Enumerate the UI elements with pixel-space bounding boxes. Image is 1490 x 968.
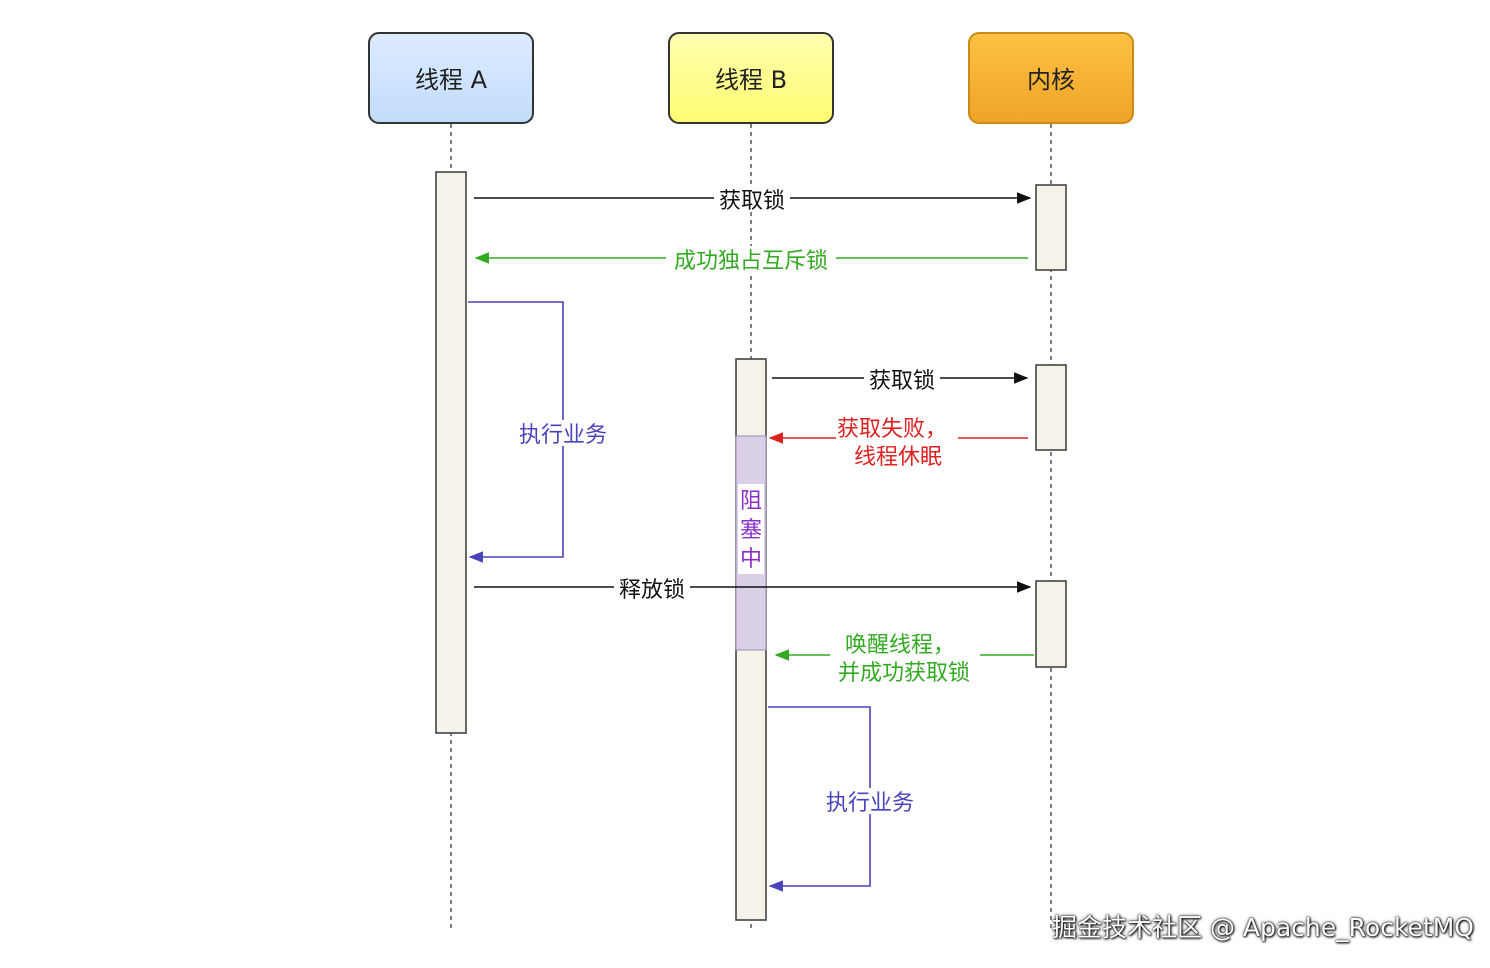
label-bg <box>830 630 980 686</box>
participant-label: 线程 B <box>715 66 787 94</box>
activation-kernel-3 <box>1035 580 1067 668</box>
message-a-execute: 执行业务 <box>519 423 607 448</box>
message-b-acquire: 获取锁 <box>869 369 935 394</box>
activation-kernel-1 <box>1035 184 1067 271</box>
blocked-label-bg <box>738 484 764 574</box>
participant-label: 内核 <box>1027 66 1075 94</box>
label-bg <box>614 575 690 601</box>
message-kernel-fail-b-line1: 获取失败， <box>837 417 947 442</box>
activation-thread-a <box>435 171 467 734</box>
message-kernel-wake-b-line2: 并成功获取锁 <box>838 661 970 686</box>
activation-kernel-2 <box>1035 364 1067 451</box>
label-bg <box>864 366 940 392</box>
label-bg <box>821 788 919 814</box>
message-kernel-fail-b-line2: 线程休眠 <box>854 445 942 470</box>
message-a-release: 释放锁 <box>619 578 685 603</box>
blocked-char-3: 中 <box>740 547 762 572</box>
blocked-char-2: 塞 <box>740 518 762 543</box>
watermark: 掘金技术社区 @ Apache_RocketMQ <box>1052 913 1474 942</box>
label-bg <box>666 246 836 272</box>
label-bg <box>514 420 612 446</box>
participant-thread-a: 线程 A <box>368 32 534 124</box>
blocked-char-1: 阻 <box>740 489 762 514</box>
message-b-execute: 执行业务 <box>826 791 914 816</box>
participant-thread-b: 线程 B <box>668 32 834 124</box>
label-bg <box>714 186 790 212</box>
participant-label: 线程 A <box>415 66 488 94</box>
message-kernel-grant-a: 成功独占互斥锁 <box>674 249 828 274</box>
message-kernel-wake-b-line1: 唤醒线程， <box>845 633 955 658</box>
message-a-acquire: 获取锁 <box>719 189 785 214</box>
label-bg <box>836 414 958 470</box>
participant-kernel: 内核 <box>968 32 1134 124</box>
